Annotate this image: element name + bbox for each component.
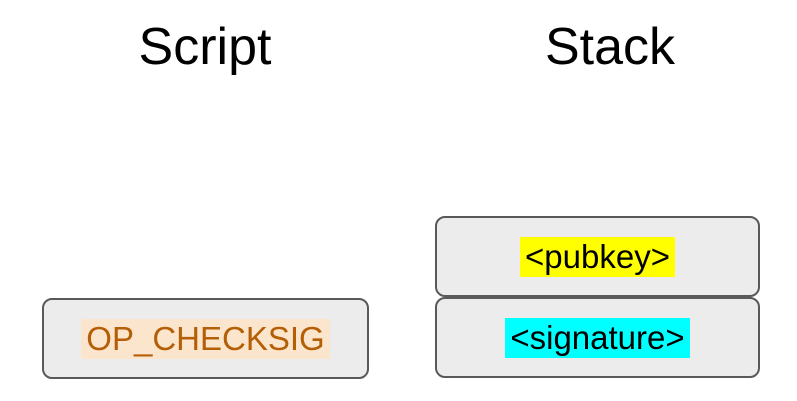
script-column-header: Script — [138, 18, 272, 76]
pubkey-label: <pubkey> — [520, 236, 675, 277]
script-item-op-checksig-box: OP_CHECKSIG — [42, 298, 369, 379]
stack-item-pubkey-box: <pubkey> — [435, 216, 760, 297]
signature-label: <signature> — [505, 317, 690, 358]
stack-column-header: Stack — [544, 18, 676, 76]
op-checksig-label: OP_CHECKSIG — [81, 318, 330, 359]
stack-item-signature-box: <signature> — [435, 297, 760, 378]
